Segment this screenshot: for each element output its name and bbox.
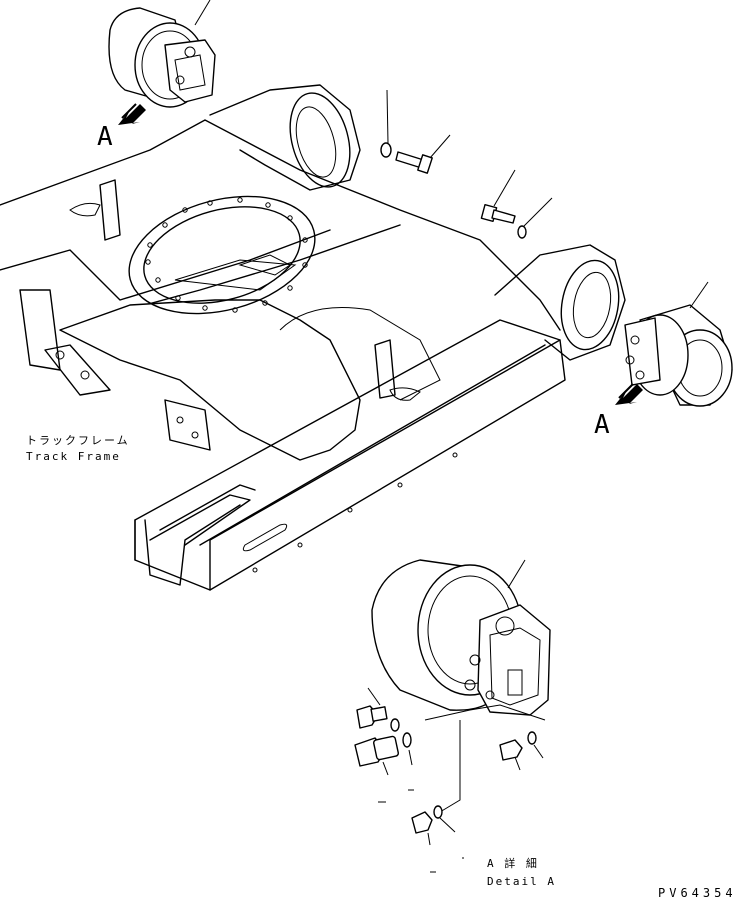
detail-label-jp: A 詳 細	[487, 857, 539, 870]
plug-fitting-3	[499, 739, 523, 771]
track-frame-label-jp: トラックフレーム	[26, 434, 130, 447]
plug-fitting-2	[354, 735, 399, 776]
washer-top	[380, 89, 392, 158]
o-ring-3	[527, 731, 544, 759]
plug-fitting-1	[356, 687, 388, 729]
view-label-a-top: A	[97, 122, 113, 152]
view-arrow-top	[118, 103, 146, 125]
track-frame-label-en: Track Frame	[26, 450, 121, 463]
drawing-number: PV64354	[658, 886, 734, 900]
travel-motor-detail	[371, 559, 551, 813]
bolt-top	[395, 134, 451, 174]
o-ring-1	[390, 718, 400, 732]
travel-motor-right	[624, 281, 733, 407]
o-ring-4	[433, 805, 456, 833]
track-frame	[0, 84, 626, 591]
view-label-a-right: A	[594, 410, 610, 440]
travel-motor-top	[108, 0, 216, 108]
bolt-mid	[480, 169, 516, 224]
plug-fitting-4	[411, 811, 433, 846]
o-ring-2	[402, 732, 413, 766]
washer-mid	[517, 197, 553, 239]
detail-label-en: Detail A	[487, 875, 556, 888]
view-arrow-right	[615, 383, 643, 405]
